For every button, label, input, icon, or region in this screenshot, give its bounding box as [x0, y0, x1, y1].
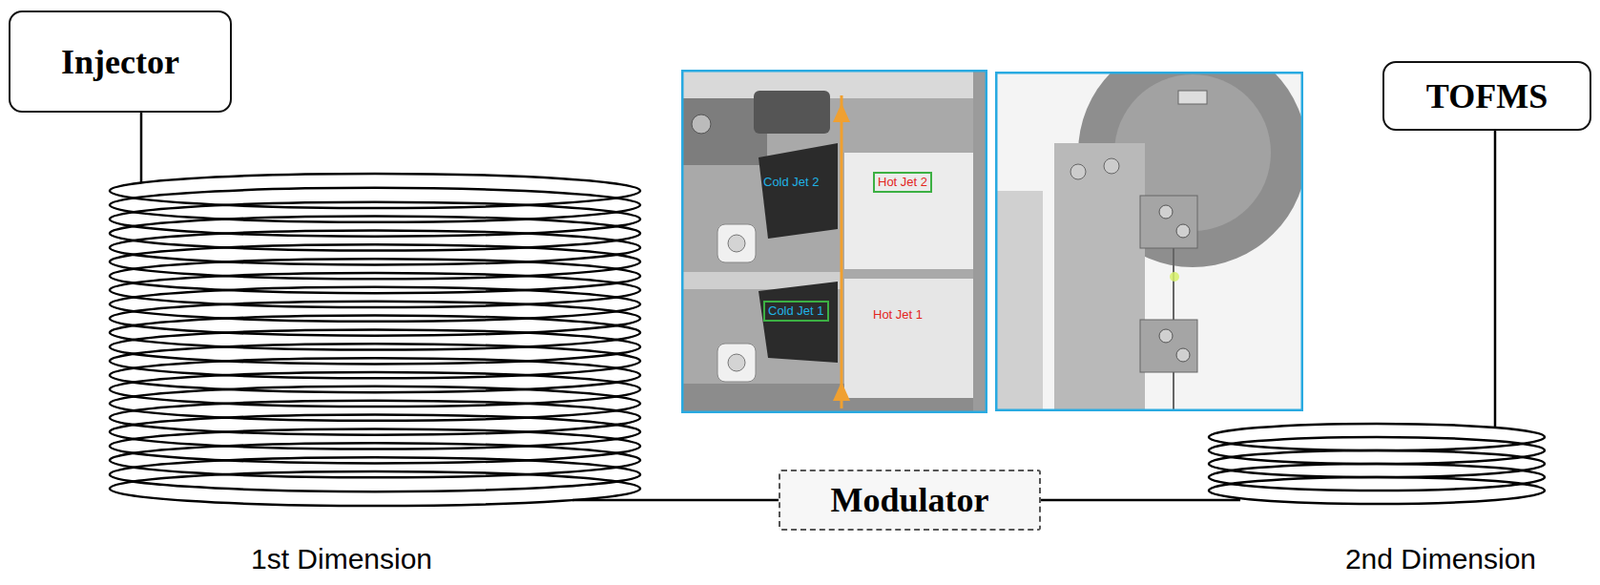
dimension-label: 1st Dimension — [222, 541, 461, 577]
second-dimension-column-coil — [1208, 423, 1545, 504]
node-text: Injector — [61, 41, 180, 83]
node-text: TOFMS — [1426, 76, 1548, 117]
screw — [1159, 329, 1173, 343]
column-line — [1172, 372, 1175, 412]
cold-jet-nozzle — [758, 143, 838, 239]
column-connector — [141, 112, 779, 500]
plate — [995, 190, 1043, 412]
screw — [1176, 224, 1190, 238]
part-label: Cold Jet 2 — [763, 174, 820, 190]
screw — [1159, 205, 1173, 219]
screw — [1070, 164, 1086, 180]
clamp-block — [1140, 195, 1198, 249]
cold-jet-nozzle — [758, 281, 838, 363]
label-text: 1st Dimension — [250, 542, 433, 575]
photo-ground — [681, 69, 988, 414]
jet-tag: Hot Jet 2 — [872, 171, 933, 193]
jet-tag: Cold Jet 1 — [763, 300, 830, 322]
first-dimension-column-coil — [109, 173, 641, 506]
coil-loop — [109, 471, 641, 506]
node-text: Hot Jet 2 — [877, 174, 928, 190]
node-text: Modulator — [831, 479, 990, 520]
clamp-block — [1140, 319, 1198, 373]
dimension-label: 2nd Dimension — [1321, 541, 1560, 577]
label-text: Cold Jet 2 — [763, 174, 820, 189]
node-text: Cold Jet 1 — [768, 303, 825, 319]
knob — [717, 343, 756, 382]
screw — [1176, 348, 1190, 362]
flow-arrow — [832, 103, 851, 123]
injector-box: Injector — [8, 10, 232, 113]
label-text: 2nd Dimension — [1345, 542, 1537, 575]
part-label: Hot Jet 1 — [872, 307, 923, 323]
coil-loop — [109, 457, 641, 492]
modulator-render — [995, 71, 1304, 412]
glow — [1169, 271, 1180, 282]
photo-strip — [681, 69, 988, 99]
label-text: Hot Jet 1 — [872, 307, 923, 322]
detector-box: TOFMS — [1382, 61, 1592, 131]
screw — [691, 114, 711, 134]
hot-jet-block — [844, 152, 988, 270]
column-line — [1172, 248, 1175, 320]
coil-loop — [1208, 477, 1545, 504]
screw — [1103, 158, 1120, 174]
knob-center — [727, 234, 746, 252]
holder — [753, 90, 831, 134]
photo-frame — [995, 71, 1304, 412]
column-line — [840, 95, 844, 409]
modulator-photo — [681, 69, 988, 414]
photo-frame — [681, 69, 988, 414]
hot-jet-block — [844, 278, 988, 398]
slot — [1178, 90, 1207, 104]
column-connector — [1040, 130, 1496, 500]
bracket — [1054, 143, 1145, 412]
modulator-box: Modulator — [778, 469, 1041, 531]
flow-arrow — [832, 381, 851, 401]
knob — [717, 224, 756, 263]
knob-center — [727, 353, 746, 372]
